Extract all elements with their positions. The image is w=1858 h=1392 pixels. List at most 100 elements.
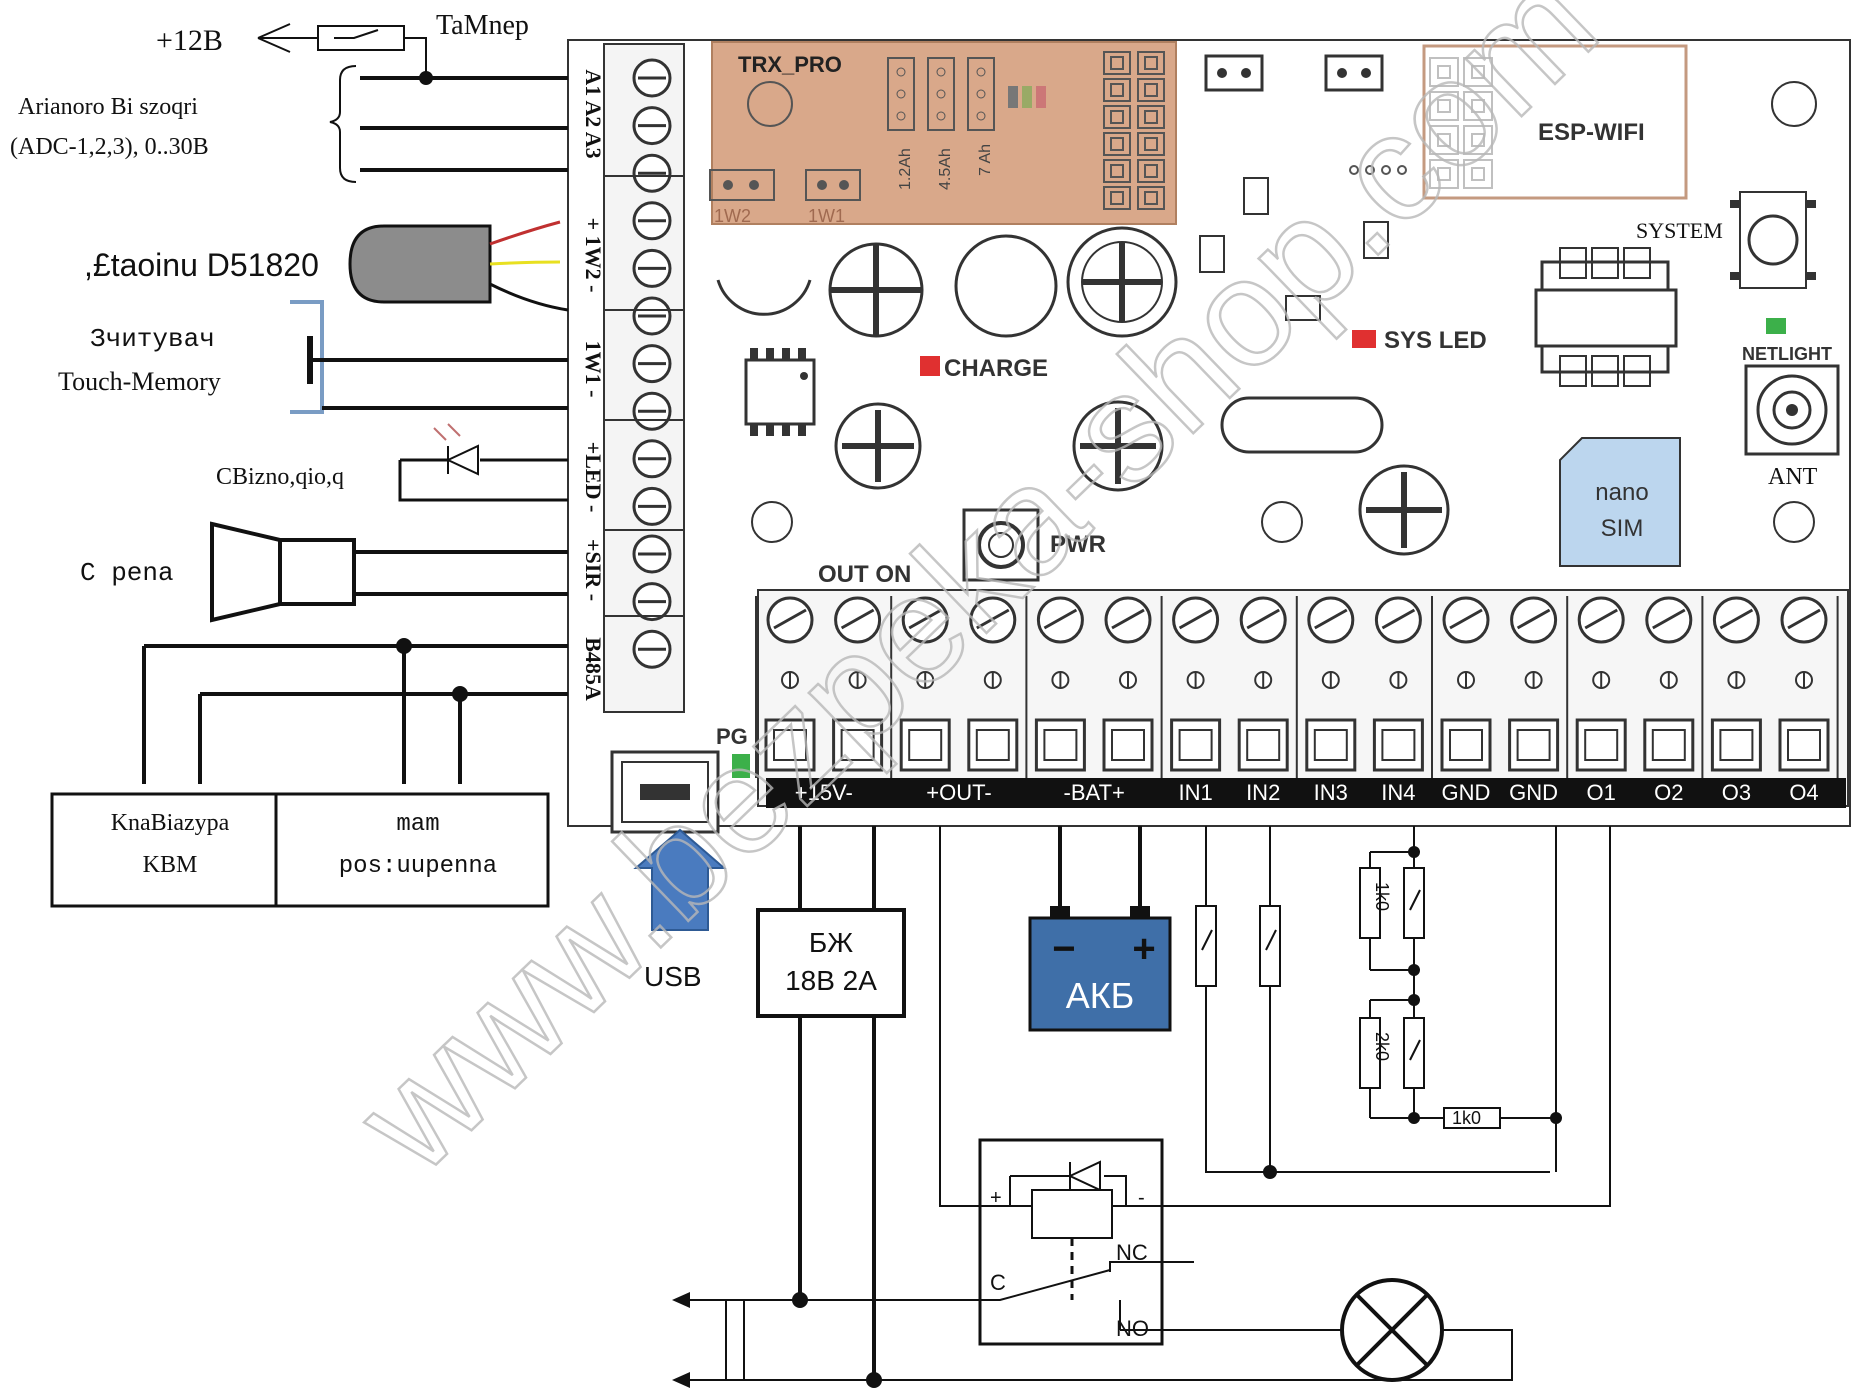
left-terminal-label: +SIR - xyxy=(581,539,606,601)
relay-minus: - xyxy=(1138,1187,1145,1209)
terminal-screw[interactable] xyxy=(632,534,672,574)
terminal-screw[interactable] xyxy=(632,248,672,288)
terminal-screw[interactable] xyxy=(1710,596,1762,772)
left-terminal-label: + 1W2 - xyxy=(581,218,606,293)
jumper-label-1: 1.2Ah xyxy=(897,148,914,190)
tamper-label: TaMnep xyxy=(436,10,529,41)
netlight-led xyxy=(1766,318,1786,334)
jumper-1w2-label: 1W2 xyxy=(714,206,751,226)
terminal-screw[interactable] xyxy=(632,201,672,241)
terminal-screw[interactable] xyxy=(899,596,951,772)
bottom-terminal-label: O1 xyxy=(1587,780,1616,805)
terminal-screw[interactable] xyxy=(1034,596,1086,772)
terminal-screw[interactable] xyxy=(1372,596,1424,772)
bottom-terminal-label: +OUT- xyxy=(926,780,991,805)
jumper-1w1[interactable] xyxy=(805,169,861,201)
left-terminal-label: 1W1 - xyxy=(581,341,606,398)
top-jumpers xyxy=(1204,54,1384,92)
module-label-2: pos:uupenna xyxy=(339,853,497,880)
lamp-load xyxy=(672,1278,1513,1388)
terminal-screw[interactable] xyxy=(967,596,1019,772)
terminal-screw[interactable] xyxy=(632,582,672,622)
trx-pro-label: TRX_PRO xyxy=(738,52,842,77)
esp-wifi-label: ESP-WIFI xyxy=(1538,119,1645,146)
charge-led-label: CHARGE xyxy=(944,355,1048,382)
pg-led xyxy=(732,754,750,778)
mount-hole xyxy=(1261,501,1303,543)
psu-box xyxy=(756,908,906,1018)
terminal-screw[interactable] xyxy=(1440,596,1492,772)
bottom-terminal-label: -BAT+ xyxy=(1064,780,1125,805)
ic-chip xyxy=(744,348,816,436)
terminal-screw[interactable] xyxy=(632,439,672,479)
terminal-screw[interactable] xyxy=(1305,596,1357,772)
battery-label: АКБ xyxy=(1066,975,1135,1016)
relay-module xyxy=(939,826,1611,1346)
analog-brace xyxy=(329,65,357,183)
bottom-terminal-label: IN2 xyxy=(1246,780,1280,805)
jumper-1w2[interactable] xyxy=(709,169,775,201)
battery xyxy=(1028,916,1172,1032)
capacitors xyxy=(716,226,1450,556)
antenna-connector[interactable] xyxy=(1744,364,1840,456)
capacity-jumpers[interactable] xyxy=(887,57,995,131)
temperature-sensor xyxy=(348,220,569,312)
terminal-screw[interactable] xyxy=(1102,596,1154,772)
terminal-screw[interactable] xyxy=(632,153,672,193)
analog-label-2: (ADC-1,2,3), 0..30B xyxy=(10,134,209,160)
relay-nc: NC xyxy=(1116,1240,1148,1265)
sys-led-label: SYS LED xyxy=(1384,327,1487,354)
keyboard-label-2: KBM xyxy=(143,852,198,878)
left-terminal-label: B485A xyxy=(581,637,606,701)
zone-contacts-in1-in2 xyxy=(1195,826,1550,1179)
system-button[interactable] xyxy=(1730,191,1816,289)
ant-label: ANT xyxy=(1768,464,1818,490)
terminal-screw[interactable] xyxy=(1170,596,1222,772)
terminal-screw[interactable] xyxy=(632,391,672,431)
netlight-label: NETLIGHT xyxy=(1742,344,1832,364)
keyboard-label-1: KnaBiazypa xyxy=(111,810,230,836)
terminal-screw[interactable] xyxy=(632,296,672,336)
left-terminal-label: A1 A2 A3 xyxy=(581,69,606,158)
pwr-label: PWR xyxy=(1050,531,1106,558)
relay-no: NO xyxy=(1116,1316,1149,1341)
esp-header-dots xyxy=(1349,165,1407,175)
terminal-screw[interactable] xyxy=(632,629,672,669)
trx-pro-module: TRX_PRO 1.2Ah 4.5Ah 7 Ah 1W2 1W1 xyxy=(709,41,1177,226)
psu-label-2: 18В 2А xyxy=(785,965,877,996)
terminal-screw[interactable] xyxy=(1237,596,1289,772)
rs485-bus xyxy=(142,644,568,784)
siren-label: C pena xyxy=(80,558,174,588)
terminal-screw[interactable] xyxy=(632,58,672,98)
temp-sensor-label: ,£taoinu D51820 xyxy=(84,247,319,283)
usb-arrow xyxy=(633,828,727,931)
resistor-label-1: 1k0 xyxy=(1372,882,1392,911)
terminal-screw[interactable] xyxy=(832,596,884,772)
module-label-1: mam xyxy=(396,811,439,838)
battery-minus: − xyxy=(1052,927,1075,971)
terminal-screw[interactable] xyxy=(764,596,816,772)
terminal-screw[interactable] xyxy=(632,344,672,384)
analog-label-1: Arianoro Bi szoqri xyxy=(18,94,198,120)
terminal-screw[interactable] xyxy=(1508,596,1560,772)
terminal-screw[interactable] xyxy=(1575,596,1627,772)
terminal-screw[interactable] xyxy=(632,486,672,526)
jumper-label-3: 7 Ah xyxy=(977,144,994,176)
terminal-screw[interactable] xyxy=(1643,596,1695,772)
reader-label-2: Touch-Memory xyxy=(58,367,221,396)
bottom-terminal-label: +15V- xyxy=(795,780,853,805)
mount-hole xyxy=(751,501,793,543)
left-terminal-block: A1 A2 A3+ 1W2 -1W1 -+LED -+SIR -B485A xyxy=(581,43,685,713)
nano-sim: nano SIM xyxy=(1559,437,1681,567)
siren xyxy=(210,521,568,623)
bottom-terminal-label: O2 xyxy=(1654,780,1683,805)
terminal-screw[interactable] xyxy=(1778,596,1830,772)
usb-label: USB xyxy=(644,961,702,992)
bottom-terminal-label: IN4 xyxy=(1381,780,1415,805)
bottom-terminal-label: GND xyxy=(1509,780,1558,805)
pwr-button[interactable] xyxy=(962,508,1040,582)
terminal-screw[interactable] xyxy=(632,106,672,146)
transistors xyxy=(1199,177,1389,321)
mount-hole xyxy=(1771,81,1817,127)
